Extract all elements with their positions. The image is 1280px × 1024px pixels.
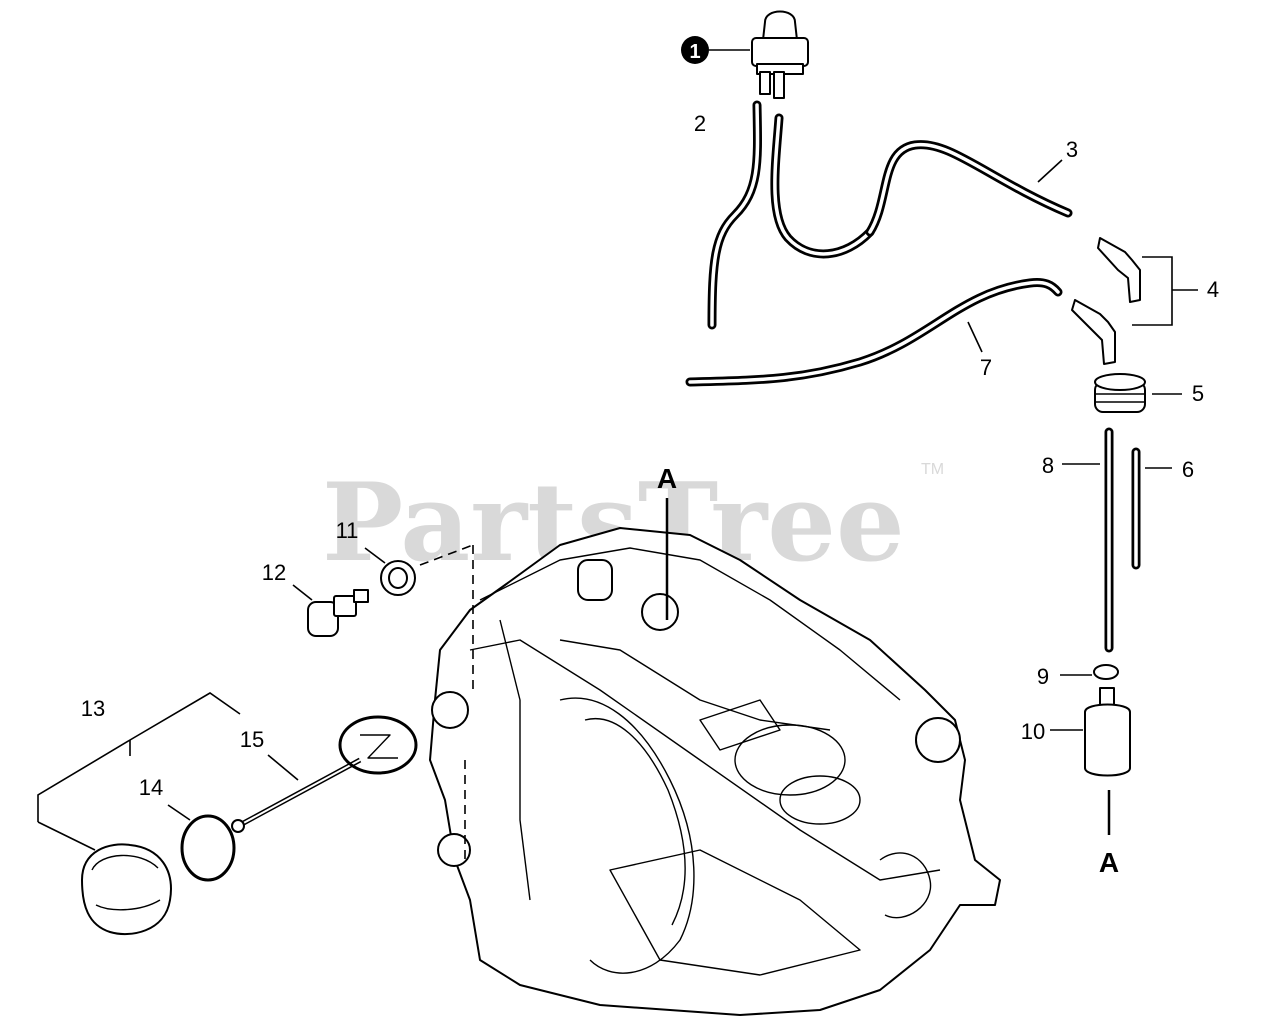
assembly-guides: [419, 544, 474, 860]
callout-9: 9: [1037, 664, 1049, 689]
elbow-fittings: 4: [1071, 237, 1219, 365]
callout-2: 2: [694, 111, 706, 136]
callout-3: 3: [1066, 137, 1078, 162]
seal-11: 11: [336, 518, 416, 596]
callout-10: 10: [1021, 719, 1045, 744]
callout-14: 14: [139, 775, 163, 800]
callout-6: 6: [1182, 457, 1194, 482]
fuel-filter: 10: [1021, 687, 1131, 777]
hose-7: 7: [685, 278, 1063, 387]
plug-12: 12: [262, 560, 369, 637]
callout-15: 15: [240, 727, 264, 752]
callout-1-marker: [681, 36, 709, 64]
reference-a-markers: A A: [657, 463, 1119, 878]
primer-bulb: 1: [681, 10, 809, 99]
fuel-cap-assembly: 13 14 15: [37, 692, 418, 936]
hose-8: 8: [1042, 427, 1114, 653]
o-ring-9: 9: [1037, 664, 1119, 689]
hose-2: 2: [694, 100, 875, 330]
callout-13: 13: [81, 696, 105, 721]
reference-letter-top: A: [657, 463, 677, 494]
callout-1: 1: [689, 41, 700, 63]
tank-grommet: 5: [1094, 373, 1204, 413]
callout-5: 5: [1192, 381, 1204, 406]
callout-11: 11: [336, 518, 359, 543]
callout-12: 12: [262, 560, 286, 585]
hose-6: 6: [1131, 447, 1194, 570]
callout-4: 4: [1207, 277, 1219, 302]
crankcase: [429, 527, 1001, 1016]
callout-7: 7: [980, 355, 992, 380]
callout-8: 8: [1042, 453, 1054, 478]
reference-letter-bottom: A: [1099, 847, 1119, 878]
watermark-trademark: TM: [921, 461, 944, 478]
hose-3: 3: [865, 137, 1078, 237]
